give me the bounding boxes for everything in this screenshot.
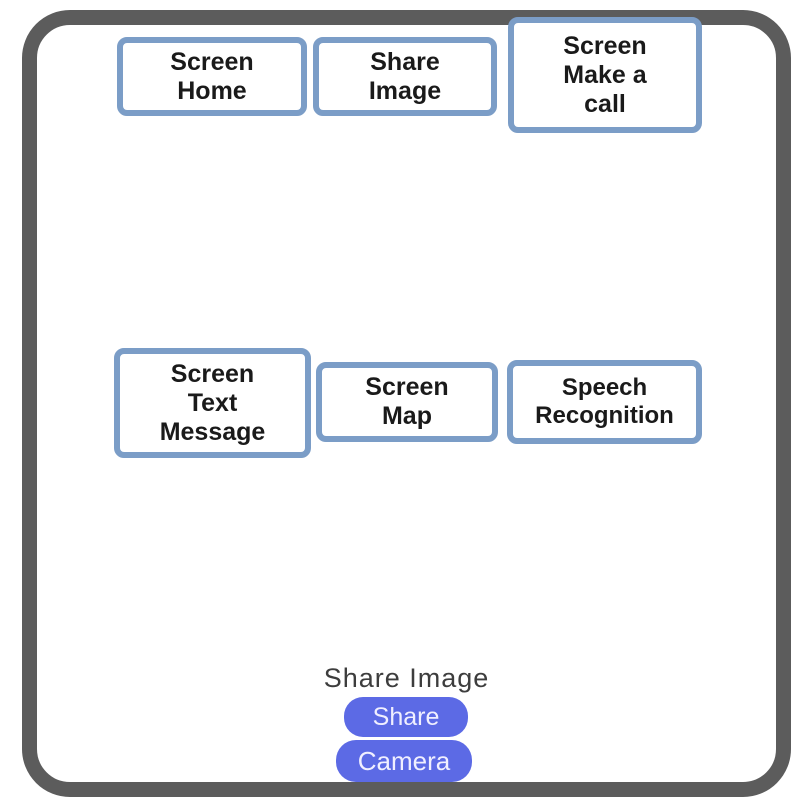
nav-button-speech-recognition[interactable]: Speech Recognition bbox=[507, 360, 702, 444]
nav-button-screen-make-a-call[interactable]: Screen Make a call bbox=[508, 17, 702, 133]
nav-button-screen-text-message[interactable]: Screen Text Message bbox=[114, 348, 311, 458]
camera-button[interactable]: Camera bbox=[336, 740, 472, 782]
share-image-caption: Share Image bbox=[323, 663, 490, 693]
nav-button-screen-home[interactable]: Screen Home bbox=[117, 37, 307, 116]
nav-button-share-image[interactable]: Share Image bbox=[313, 37, 497, 116]
share-button[interactable]: Share bbox=[344, 697, 468, 737]
nav-button-screen-map[interactable]: Screen Map bbox=[316, 362, 498, 442]
